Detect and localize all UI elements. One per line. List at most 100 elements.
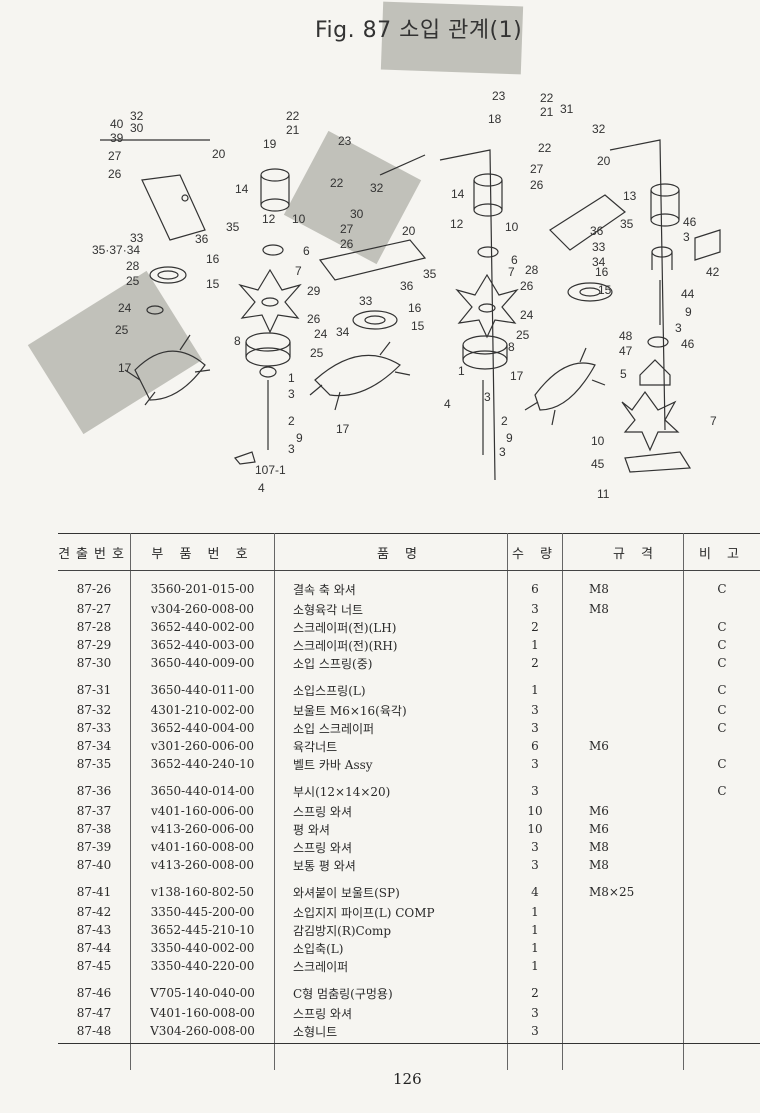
svg-text:9: 9 (296, 431, 303, 445)
svg-text:24: 24 (520, 308, 534, 322)
cell-part-number: v301-260-006-00 (130, 737, 275, 755)
svg-text:7: 7 (508, 265, 515, 279)
cell-note (684, 903, 760, 921)
svg-text:16: 16 (206, 252, 220, 266)
cell-quantity: 3 (507, 1004, 563, 1022)
svg-text:36: 36 (195, 232, 209, 246)
filler-cell (274, 1040, 508, 1070)
cell-index: 87-41 (58, 874, 131, 903)
cell-index: 87-47 (58, 1004, 131, 1022)
cell-part-number: 3650-440-014-00 (130, 773, 275, 802)
svg-text:34: 34 (336, 325, 350, 339)
cell-part-number: v138-160-802-50 (130, 874, 275, 903)
cell-index: 87-33 (58, 719, 131, 737)
svg-text:25: 25 (115, 323, 129, 337)
svg-text:9: 9 (506, 431, 513, 445)
svg-text:14: 14 (235, 182, 249, 196)
cell-part-number: 4301-210-002-00 (130, 701, 275, 719)
svg-text:4: 4 (444, 397, 451, 411)
cell-index: 87-28 (58, 618, 131, 636)
cell-note: C (717, 721, 727, 735)
svg-text:25: 25 (126, 274, 140, 288)
svg-text:26: 26 (340, 237, 354, 251)
page-number: 126 (393, 1070, 422, 1088)
cell-part-name: 소입 스크레이퍼 (274, 719, 508, 737)
cell-part-name: 스크레이퍼(전)(LH) (274, 618, 508, 636)
cell-quantity: 3 (507, 755, 563, 773)
svg-text:25: 25 (516, 328, 530, 342)
svg-text:10: 10 (591, 434, 605, 448)
cell-quantity: 3 (507, 701, 563, 719)
cell-part-number: 3650-440-009-00 (130, 654, 275, 672)
cell-part-number: 3652-440-002-00 (130, 618, 275, 636)
svg-text:20: 20 (212, 147, 226, 161)
svg-text:4: 4 (258, 481, 265, 495)
svg-text:22: 22 (330, 176, 344, 190)
cell-part-name: 소입축(L) (274, 939, 508, 957)
cell-note (684, 737, 760, 755)
cell-spec: M6 (562, 802, 684, 820)
svg-text:26: 26 (530, 178, 544, 192)
svg-text:26: 26 (307, 312, 321, 326)
cell-quantity: 1 (507, 939, 563, 957)
svg-text:25: 25 (310, 346, 324, 360)
cell-part-number: 3652-440-240-10 (130, 755, 275, 773)
svg-text:10: 10 (292, 212, 306, 226)
cell-spec (562, 903, 684, 921)
cell-index: 87-31 (58, 672, 131, 701)
svg-text:48: 48 (619, 329, 633, 343)
filler-cell (562, 1040, 684, 1070)
svg-text:17: 17 (118, 361, 132, 375)
svg-text:23: 23 (492, 89, 506, 103)
cell-spec (562, 1004, 684, 1022)
cell-index: 87-27 (58, 600, 131, 618)
cell-quantity: 2 (507, 618, 563, 636)
svg-text:35: 35 (226, 220, 240, 234)
cell-note: C (717, 582, 727, 596)
cell-spec (562, 755, 684, 773)
svg-text:3: 3 (484, 390, 491, 404)
cell-part-name: 와셔붙이 보울트(SP) (274, 874, 508, 903)
svg-text:24: 24 (118, 301, 132, 315)
cell-spec (562, 672, 684, 701)
cell-note: C (717, 638, 727, 652)
svg-text:6: 6 (303, 244, 310, 258)
table-filler-row (58, 1040, 760, 1070)
svg-text:3: 3 (499, 445, 506, 459)
cell-part-name: 스프링 와셔 (274, 802, 508, 820)
svg-text:12: 12 (450, 217, 464, 231)
svg-text:27: 27 (530, 162, 544, 176)
header-part-number: 부 품 번 호 (130, 533, 275, 571)
svg-text:45: 45 (591, 457, 605, 471)
cell-part-number: V401-160-008-00 (130, 1004, 275, 1022)
cell-quantity: 6 (507, 570, 563, 600)
svg-text:5: 5 (620, 367, 627, 381)
cell-spec (562, 618, 684, 636)
cell-note (684, 856, 760, 874)
filler-cell (684, 1040, 760, 1070)
cell-spec: M8×25 (562, 874, 684, 903)
svg-text:47: 47 (619, 344, 633, 358)
cell-part-name: 보울트 M6×16(육각) (274, 701, 508, 719)
svg-text:40: 40 (110, 117, 124, 131)
table-bottom-rule (58, 1043, 760, 1044)
svg-text:3: 3 (675, 321, 682, 335)
cell-part-number: V304-260-008-00 (130, 1022, 275, 1040)
cell-spec (562, 773, 684, 802)
cell-part-number: v413-260-008-00 (130, 856, 275, 874)
cell-spec: M6 (562, 737, 684, 755)
